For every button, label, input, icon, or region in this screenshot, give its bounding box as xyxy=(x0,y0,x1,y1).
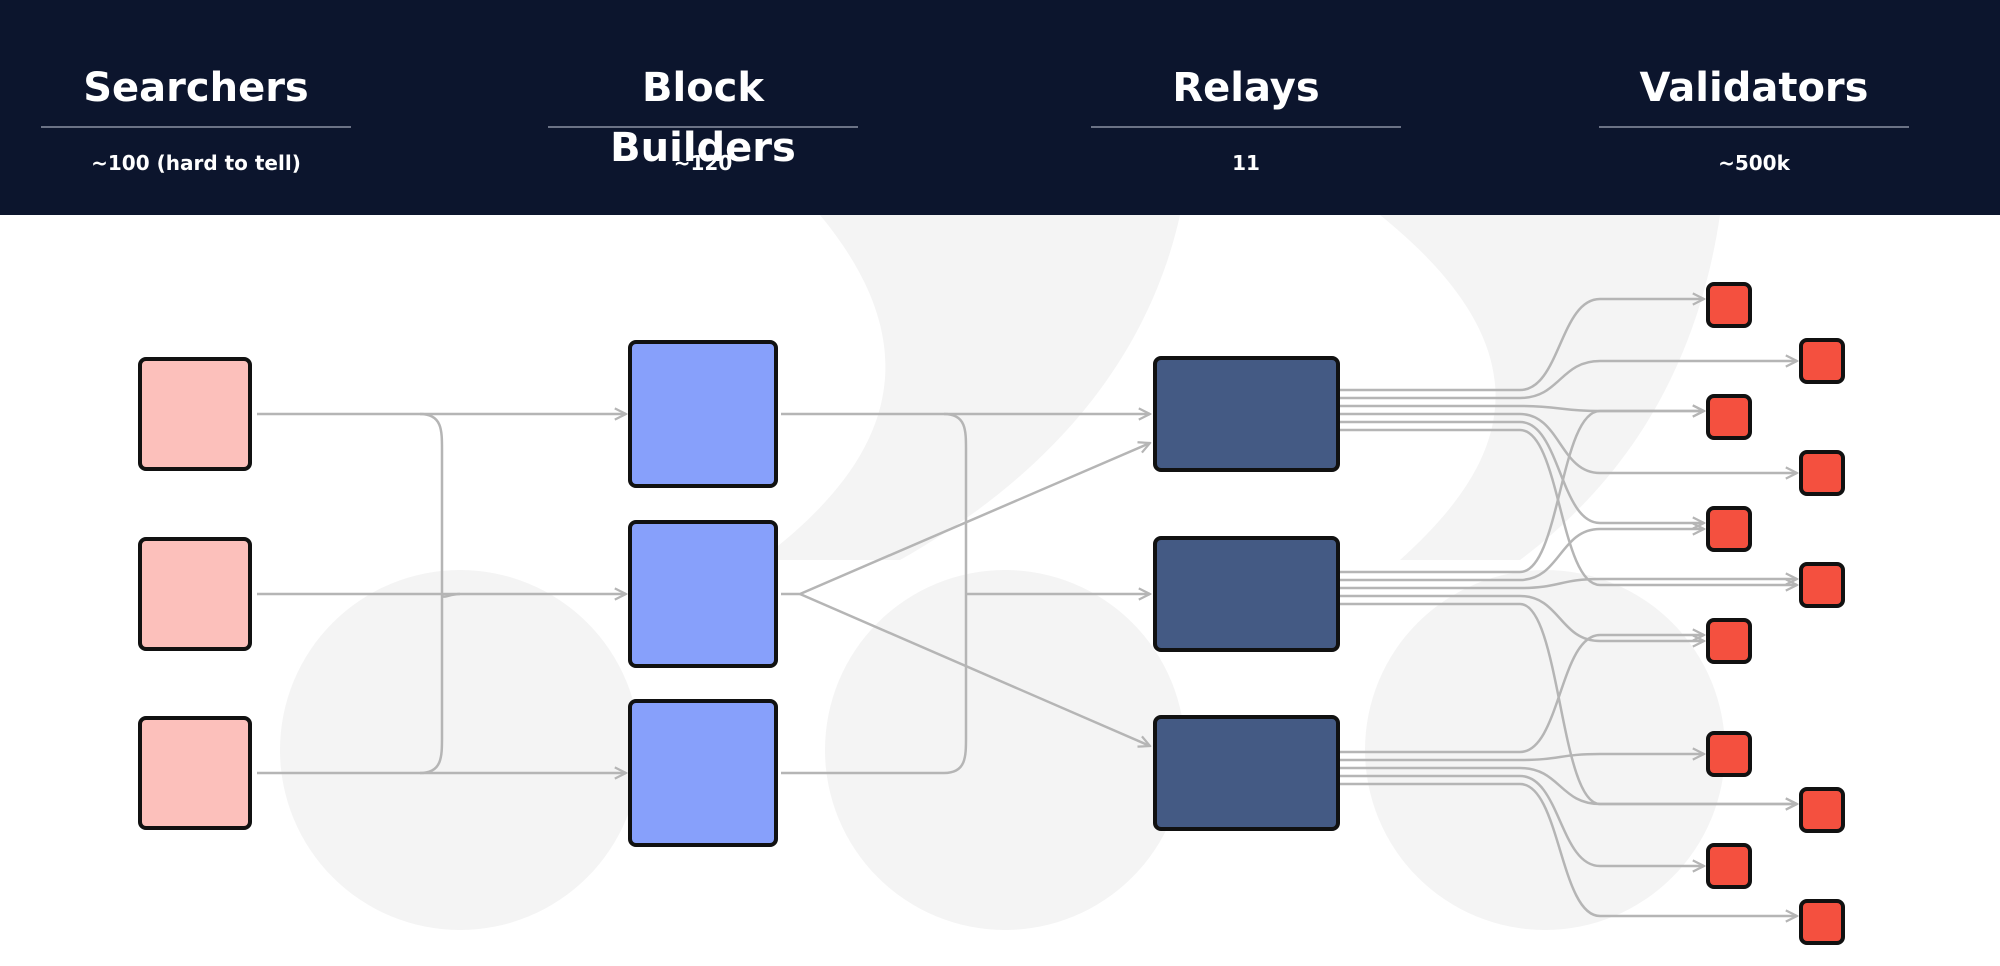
validator-node xyxy=(1706,843,1752,889)
column-header-searchers: Searchers ~100 (hard to tell) xyxy=(41,0,351,215)
searcher-node xyxy=(138,537,252,651)
column-title: Relays xyxy=(1172,65,1320,111)
column-title: Searchers xyxy=(83,65,309,111)
column-divider xyxy=(1599,126,1909,128)
relay-to-validator-arrow xyxy=(1340,529,1704,582)
relay-to-validator-arrow xyxy=(1340,766,1797,804)
relay-to-validator-arrow xyxy=(1340,428,1797,585)
column-divider xyxy=(41,126,351,128)
connectors xyxy=(257,299,1797,916)
header-bar: Searchers ~100 (hard to tell) Block Buil… xyxy=(0,0,2000,215)
relay-node xyxy=(1153,715,1340,831)
validator-node xyxy=(1706,506,1752,552)
relay-node xyxy=(1153,536,1340,652)
relay-to-validator-arrow xyxy=(1340,412,1797,473)
column-count: ~120 xyxy=(673,151,733,175)
validator-node xyxy=(1706,282,1752,328)
block-builder-node xyxy=(628,520,778,668)
column-title: Block Builders xyxy=(610,65,796,171)
block-builder-node xyxy=(628,699,778,847)
relay-node xyxy=(1153,356,1340,472)
background-watermark xyxy=(280,215,1725,930)
relay-to-validator-arrow xyxy=(1340,420,1704,523)
column-header-validators: Validators ~500k xyxy=(1599,0,1909,215)
column-title: Validators xyxy=(1639,65,1869,111)
watermark-shape xyxy=(760,215,1180,560)
column-divider xyxy=(1091,126,1401,128)
validator-node xyxy=(1799,450,1845,496)
column-header-relays: Relays 11 xyxy=(1091,0,1401,215)
validator-node xyxy=(1706,394,1752,440)
builder-to-relay-arrow xyxy=(799,592,1150,746)
relay-to-validator-arrow xyxy=(1340,635,1704,754)
column-header-block-builders: Block Builders ~120 xyxy=(548,0,858,215)
relay-to-validator-arrow xyxy=(1340,299,1704,392)
column-count: 11 xyxy=(1232,151,1260,175)
mev-supply-chain-diagram xyxy=(138,215,1845,945)
searcher-node xyxy=(138,357,252,471)
watermark-circle xyxy=(280,570,640,930)
relay-to-validator-arrow xyxy=(1340,754,1704,762)
relay-to-validator-arrow xyxy=(1340,594,1704,641)
relay-to-validator-arrow xyxy=(1340,579,1797,590)
relay-to-validator-arrow xyxy=(1340,602,1797,804)
searcher-node xyxy=(138,716,252,830)
watermark-circle xyxy=(825,570,1185,930)
nodes xyxy=(138,282,1845,945)
validator-node xyxy=(1799,562,1845,608)
relay-to-validator-arrow xyxy=(1340,411,1704,574)
column-count: ~500k xyxy=(1718,151,1790,175)
validator-node xyxy=(1799,338,1845,384)
relay-to-validator-arrow xyxy=(1340,782,1797,916)
relay-to-validator-arrow xyxy=(1340,774,1704,866)
column-count: ~100 (hard to tell) xyxy=(91,151,301,175)
column-divider xyxy=(548,126,858,128)
validator-node xyxy=(1799,899,1845,945)
validator-node xyxy=(1799,787,1845,833)
validator-node xyxy=(1706,731,1752,777)
relay-to-validator-arrow xyxy=(1340,361,1797,400)
validator-node xyxy=(1706,618,1752,664)
watermark-circle xyxy=(1365,570,1725,930)
block-builder-node xyxy=(628,340,778,488)
